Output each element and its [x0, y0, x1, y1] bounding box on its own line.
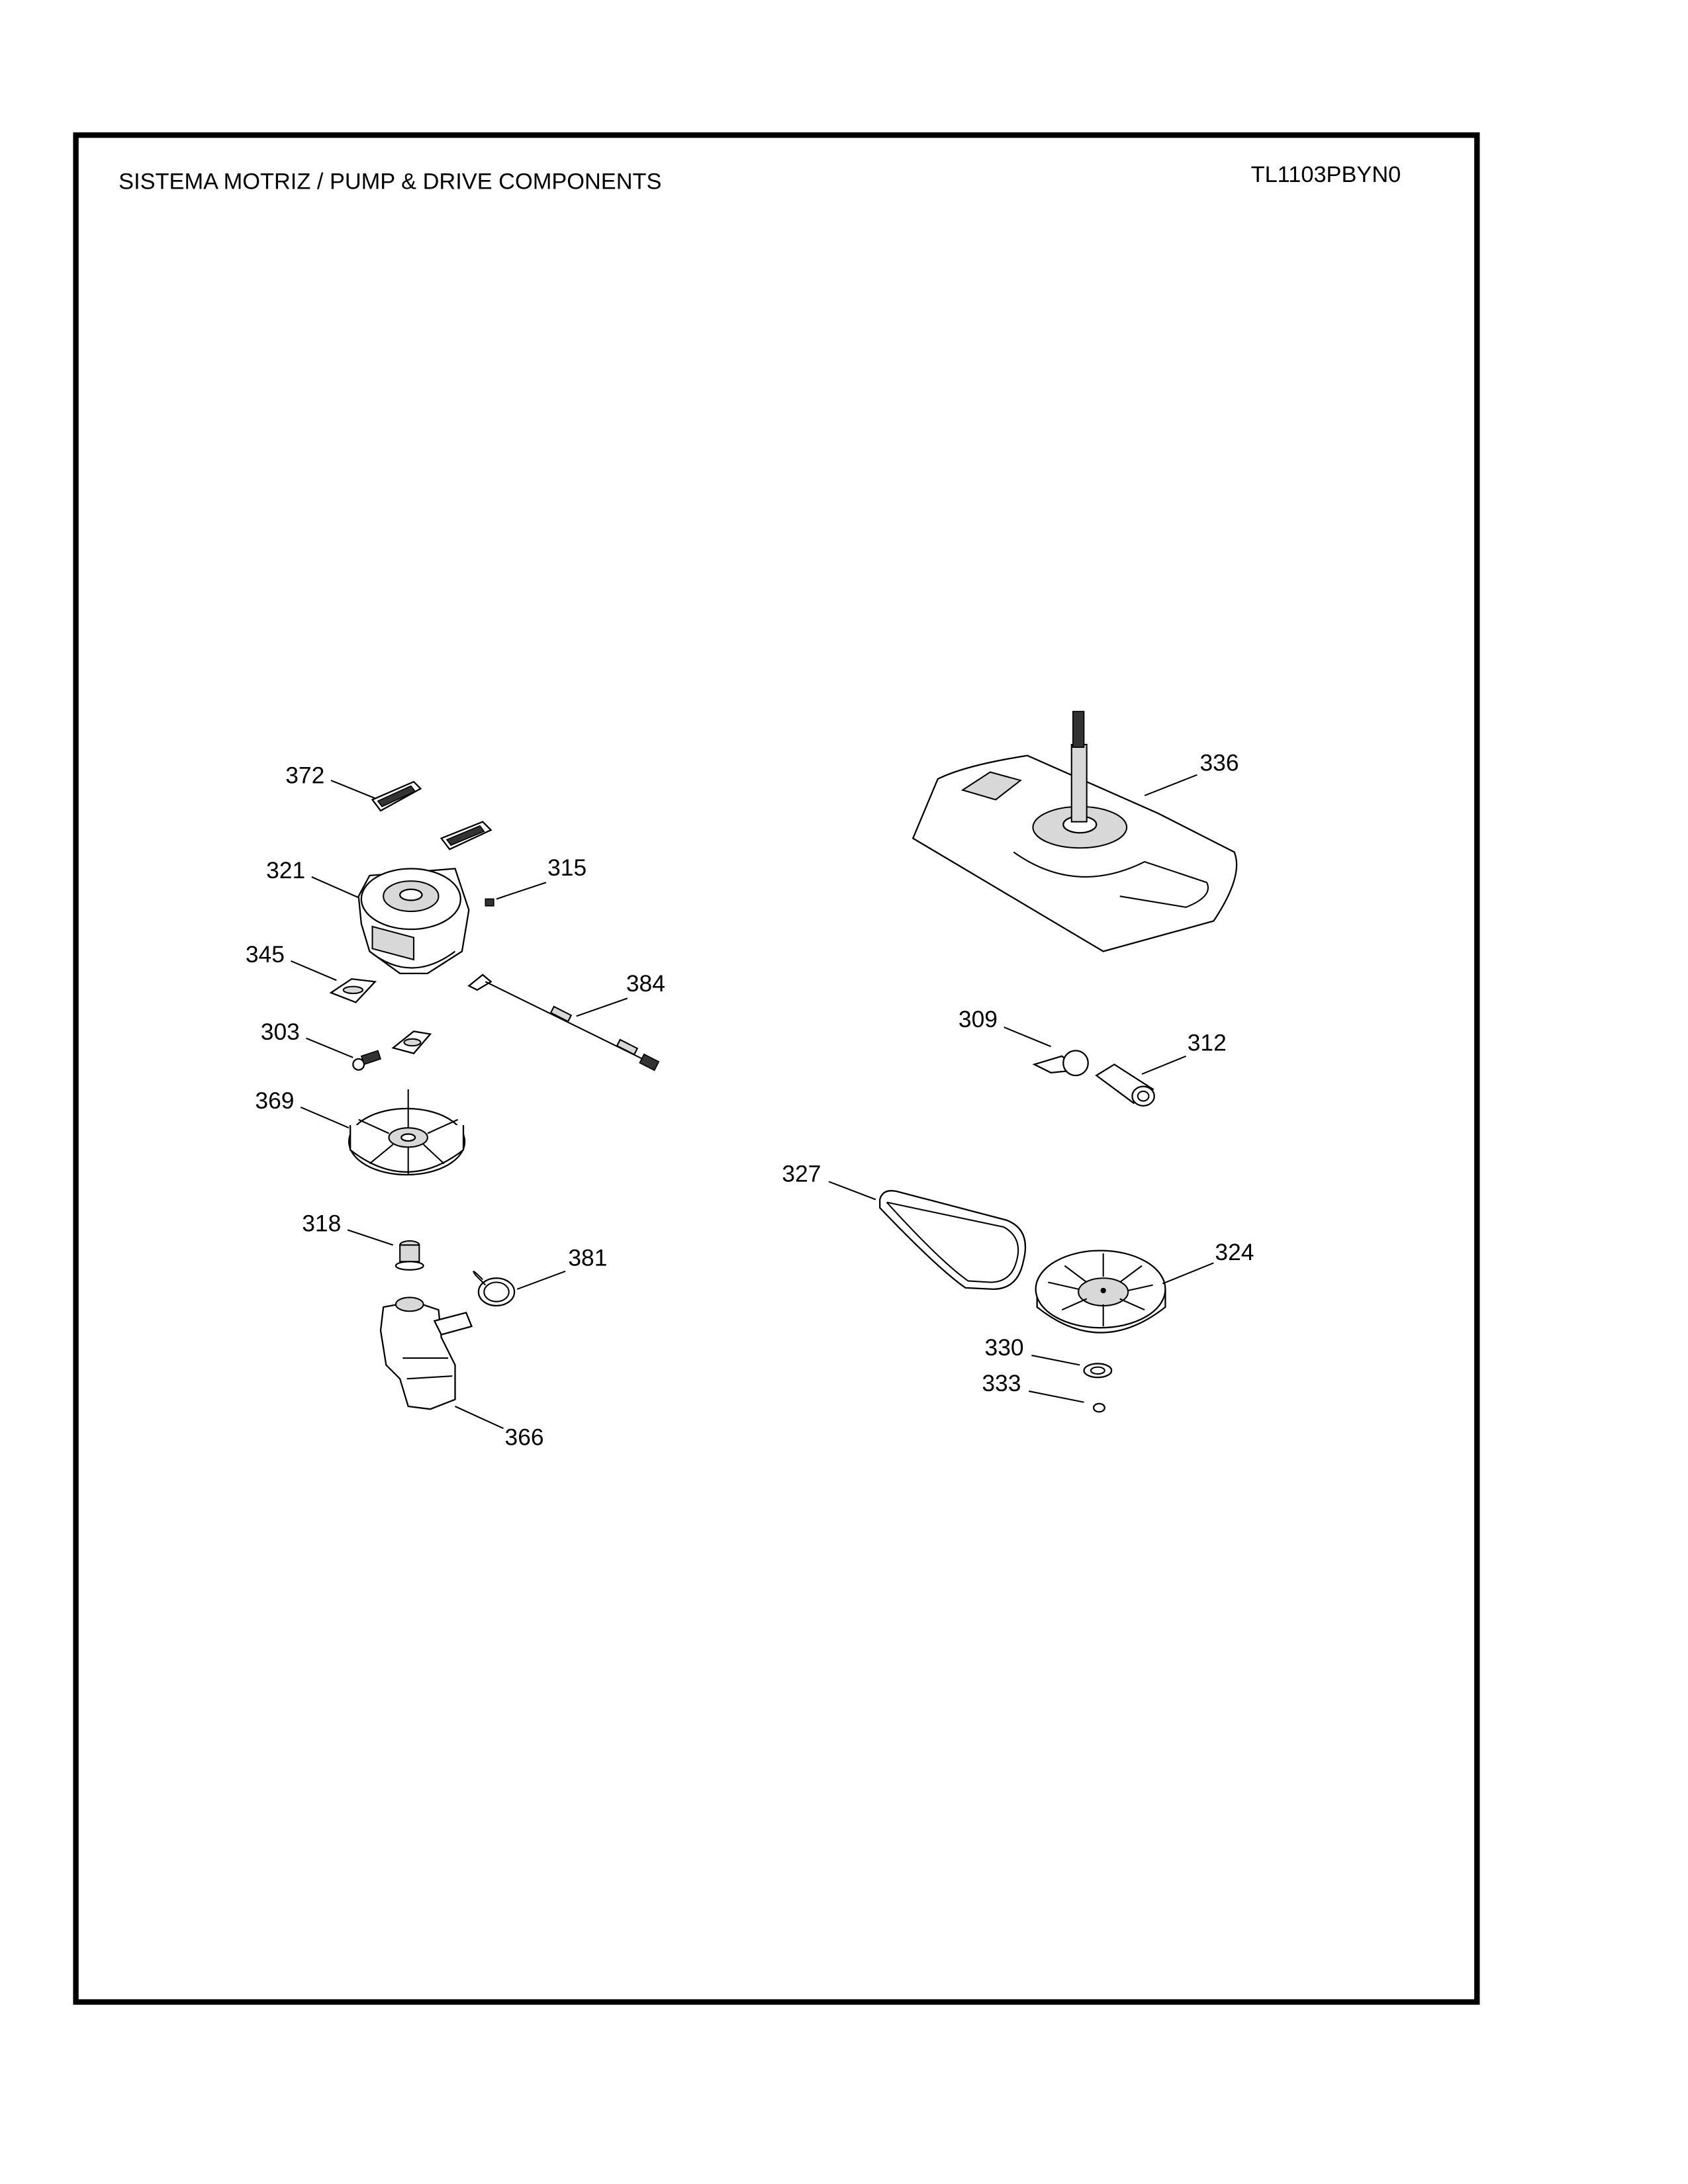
callout-312: 312 [1188, 1030, 1227, 1056]
callout-321: 321 [266, 857, 305, 884]
callout-372: 372 [285, 762, 324, 788]
callout-324: 324 [1215, 1239, 1254, 1265]
part-321-motor[interactable] [357, 868, 470, 974]
callout-330: 330 [985, 1334, 1024, 1361]
callout-384: 384 [626, 970, 665, 997]
part-381-hose-clamp[interactable] [473, 1271, 516, 1307]
callout-303: 303 [261, 1019, 300, 1045]
diagram-title: SISTEMA MOTRIZ / PUMP & DRIVE COMPONENTS [118, 169, 661, 194]
part-324-pulley[interactable] [1035, 1250, 1166, 1334]
callout-366: 366 [505, 1424, 544, 1450]
model-number: TL1103PBYN0 [1251, 162, 1401, 187]
callout-327: 327 [782, 1160, 821, 1187]
callout-315: 315 [547, 854, 586, 881]
part-372-bracket[interactable] [371, 780, 492, 850]
callout-318: 318 [302, 1210, 341, 1236]
part-315-clip[interactable] [485, 898, 494, 907]
part-366-drain-pump[interactable] [379, 1297, 473, 1410]
page-frame [73, 132, 1480, 2005]
callout-309: 309 [959, 1006, 998, 1032]
part-345-pad[interactable] [329, 978, 432, 1054]
part-333-nut[interactable] [1092, 1402, 1105, 1413]
callout-345: 345 [246, 941, 285, 968]
part-327-belt[interactable] [879, 1190, 1026, 1291]
callout-336: 336 [1200, 750, 1239, 776]
callouts: 372 321 315 345 384 303 369 318 381 366 … [246, 750, 1254, 1451]
part-336-transmission-plate[interactable] [912, 711, 1238, 952]
part-303-thermal-protector[interactable] [352, 1050, 382, 1071]
part-330-washer[interactable] [1083, 1363, 1113, 1379]
part-318-filter-plug[interactable] [395, 1240, 424, 1271]
callout-381: 381 [568, 1244, 607, 1271]
part-309-brake-band[interactable] [1032, 1050, 1089, 1077]
part-312-bushing[interactable] [1095, 1063, 1155, 1107]
callout-333: 333 [982, 1370, 1021, 1396]
part-384-wire-harness[interactable] [467, 974, 660, 1071]
part-369-fan[interactable] [348, 1089, 466, 1176]
callout-369: 369 [255, 1087, 294, 1114]
